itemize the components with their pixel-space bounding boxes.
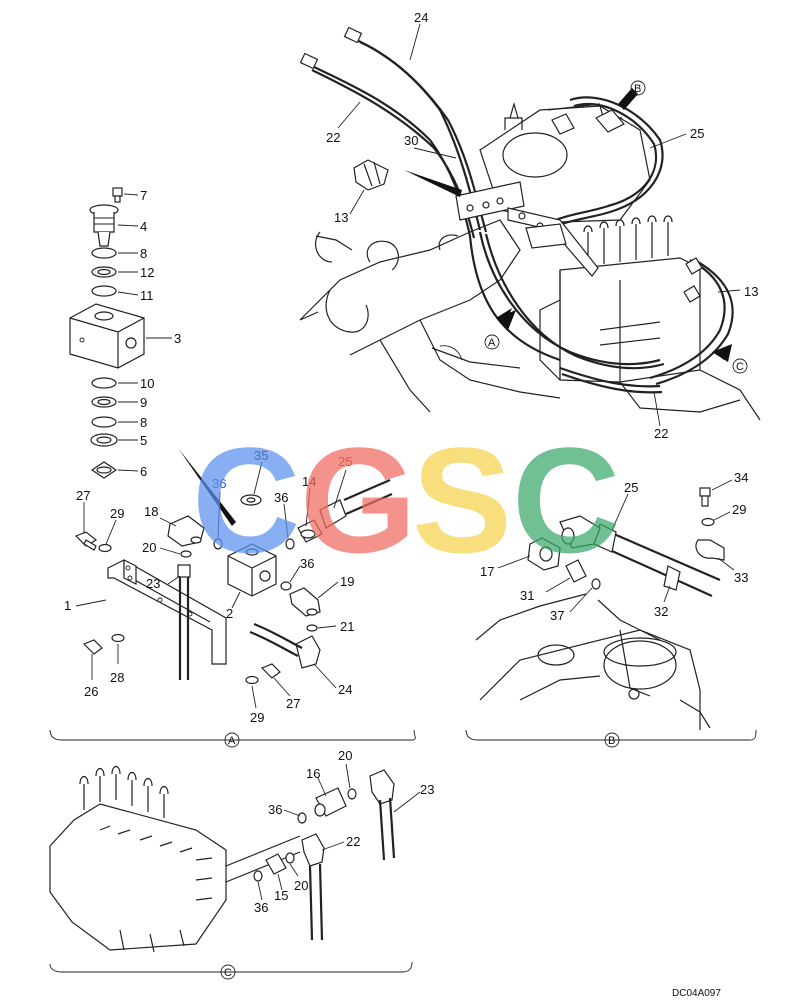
callout-24: 24 <box>338 682 352 697</box>
callout-7: 7 <box>140 188 147 203</box>
callout-22: 22 <box>326 130 340 145</box>
view-label-c: C <box>224 967 232 979</box>
valve-stack-exploded: 7 4 8 12 11 3 10 9 8 5 6 <box>69 187 181 479</box>
callout-18: 18 <box>144 504 158 519</box>
callout-15: 15 <box>274 888 288 903</box>
callout-4: 4 <box>140 219 147 234</box>
callout-27: 27 <box>76 488 90 503</box>
watermark-letter-4: C <box>512 416 620 584</box>
watermark-letter-2: G <box>300 416 417 584</box>
view-marker-a: A <box>488 337 496 349</box>
callout-21: 21 <box>340 619 354 634</box>
watermark-logo: C G S C <box>192 416 620 584</box>
callout-2: 2 <box>226 606 233 621</box>
watermark-letter-3: S <box>412 416 512 584</box>
callout-22: 22 <box>654 426 668 441</box>
callout-29: 29 <box>732 502 746 517</box>
callout-30: 30 <box>404 133 418 148</box>
callout-20: 20 <box>294 878 308 893</box>
view-label-b: B <box>608 735 615 747</box>
callout-13: 13 <box>334 210 348 225</box>
callout-20: 20 <box>338 748 352 763</box>
main-machine-view: B A C 24 22 30 25 13 13 22 <box>299 10 761 441</box>
callout-27: 27 <box>286 696 300 711</box>
callout-25: 25 <box>624 480 638 495</box>
callout-36: 36 <box>268 802 282 817</box>
drawing-code: DC04A097 <box>672 988 721 999</box>
view-marker-c: C <box>736 361 744 373</box>
callout-19: 19 <box>340 574 354 589</box>
callout-25: 25 <box>338 454 352 469</box>
callout-1: 1 <box>64 598 71 613</box>
callout-29: 29 <box>110 506 124 521</box>
callout-24: 24 <box>414 10 428 25</box>
callout-20: 20 <box>142 540 156 555</box>
callout-28: 28 <box>110 670 124 685</box>
callout-9: 9 <box>140 395 147 410</box>
callout-26: 26 <box>84 684 98 699</box>
detail-view-b: B 34 29 25 17 31 37 32 33 <box>465 470 757 748</box>
callout-13: 13 <box>744 284 758 299</box>
callout-12: 12 <box>140 265 154 280</box>
callout-23: 23 <box>146 576 160 591</box>
watermark-letter-1: C <box>192 416 300 584</box>
callout-29: 29 <box>250 710 264 725</box>
callout-32: 32 <box>654 604 668 619</box>
callout-23: 23 <box>420 782 434 797</box>
callout-36: 36 <box>254 900 268 915</box>
callout-37: 37 <box>550 608 564 623</box>
callout-5: 5 <box>140 433 147 448</box>
callout-35: 35 <box>254 448 268 463</box>
callout-6: 6 <box>140 464 147 479</box>
view-marker-b: B <box>634 83 641 95</box>
callout-14: 14 <box>302 474 316 489</box>
callout-36: 36 <box>300 556 314 571</box>
callout-25: 25 <box>690 126 704 141</box>
callout-22: 22 <box>346 834 360 849</box>
callout-8: 8 <box>140 415 147 430</box>
callout-34: 34 <box>734 470 748 485</box>
callout-3: 3 <box>174 331 181 346</box>
detail-view-c: C 20 16 23 36 22 20 15 36 <box>49 748 434 980</box>
callout-16: 16 <box>306 766 320 781</box>
callout-17: 17 <box>480 564 494 579</box>
detail-view-a: A 27 29 18 20 23 1 26 28 36 35 36 14 25 <box>49 448 416 748</box>
view-label-a: A <box>228 735 236 747</box>
callout-36: 36 <box>212 476 226 491</box>
callout-8: 8 <box>140 246 147 261</box>
callout-10: 10 <box>140 376 154 391</box>
callout-36: 36 <box>274 490 288 505</box>
callout-31: 31 <box>520 588 534 603</box>
callout-11: 11 <box>140 288 154 303</box>
callout-33: 33 <box>734 570 748 585</box>
